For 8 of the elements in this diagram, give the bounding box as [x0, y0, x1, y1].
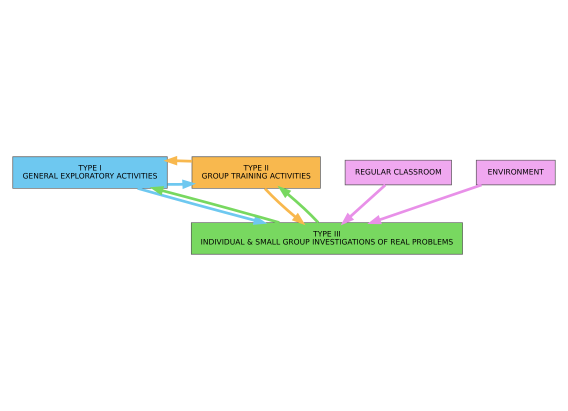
arrow: [150, 186, 280, 224]
arrow: [278, 186, 320, 224]
arrow: [340, 184, 386, 226]
arrow: [264, 188, 306, 226]
arrow: [137, 187, 268, 225]
arrow: [367, 184, 482, 224]
arrow: [168, 179, 196, 190]
arrow: [163, 156, 192, 166]
